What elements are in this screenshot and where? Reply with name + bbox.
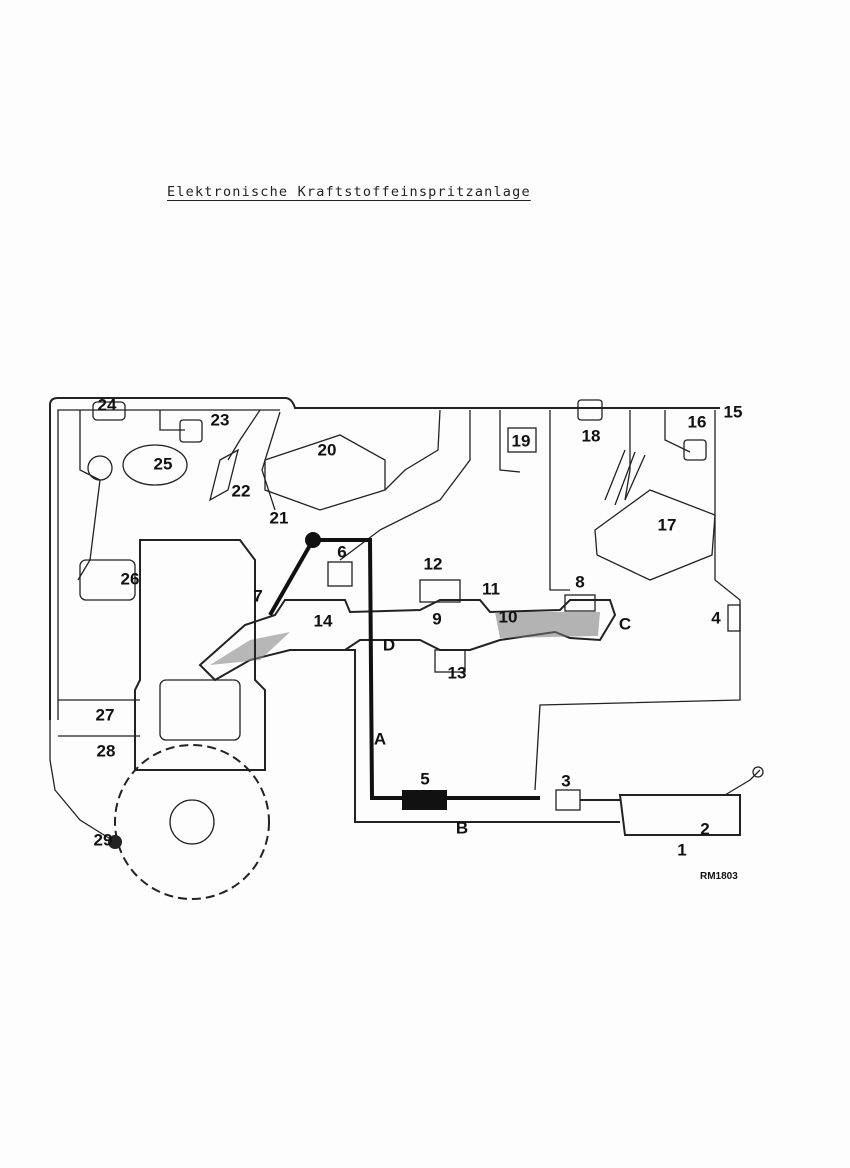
label-15: 15 [724,402,743,421]
label-6: 6 [337,542,346,561]
label-4: 4 [711,608,721,627]
label-7: 7 [253,586,262,605]
flywheel [114,744,270,900]
component-19 [507,427,537,453]
component-6 [327,561,353,587]
label-26: 26 [121,569,140,588]
label-B: B [456,818,468,837]
label-A: A [374,729,386,748]
label-D: D [383,635,395,654]
label-2: 2 [700,819,709,838]
component-16 [683,439,707,461]
component-22 [209,448,239,502]
reference-code: RM1803 [700,871,738,882]
component-23 [179,419,203,443]
label-17: 17 [658,515,677,534]
component-shapes [79,399,764,900]
label-25: 25 [154,454,173,473]
wiring-harness [49,397,741,841]
component-17 [594,489,716,581]
label-22: 22 [232,481,251,500]
label-27: 27 [96,705,115,724]
label-18: 18 [582,426,601,445]
component-4 [727,604,741,632]
label-19: 19 [512,431,531,450]
label-C: C [619,614,631,633]
component-5-fuel-filter [402,790,447,810]
label-13: 13 [448,663,467,682]
label-9: 9 [432,609,441,628]
fuel-line-A [313,538,540,800]
fuel-tank [618,794,741,836]
label-8: 8 [575,572,584,591]
label-10: 10 [499,607,518,626]
label-3: 3 [561,771,570,790]
label-29: 29 [94,830,113,849]
label-20: 20 [318,440,337,459]
label-12: 12 [424,554,443,573]
label-24: 24 [98,395,117,414]
component-18 [577,399,603,421]
label-1: 1 [677,840,686,859]
component-25 [122,444,188,486]
label-5: 5 [420,769,429,788]
engine-block [134,539,266,771]
fuel-line-B [345,649,620,823]
component-13 [434,649,466,673]
label-11: 11 [482,579,500,598]
component-20 [264,434,386,511]
component-24 [92,401,126,421]
component-12 [419,579,461,603]
label-14: 14 [314,611,333,630]
label-21: 21 [270,508,289,527]
callout-labels: 1 2 3 4 5 6 7 8 9 10 11 12 13 14 15 16 1… [94,395,743,882]
component-26 [79,559,136,601]
component-8 [564,594,596,612]
piston [159,679,241,741]
component-3-fuel-pump [555,789,581,811]
diagram-title: Elektronische Kraftstoffeinspritzanlage [167,184,531,200]
label-16: 16 [688,412,707,431]
label-23: 23 [211,410,230,429]
intake-manifold [198,599,617,682]
label-28: 28 [97,741,116,760]
